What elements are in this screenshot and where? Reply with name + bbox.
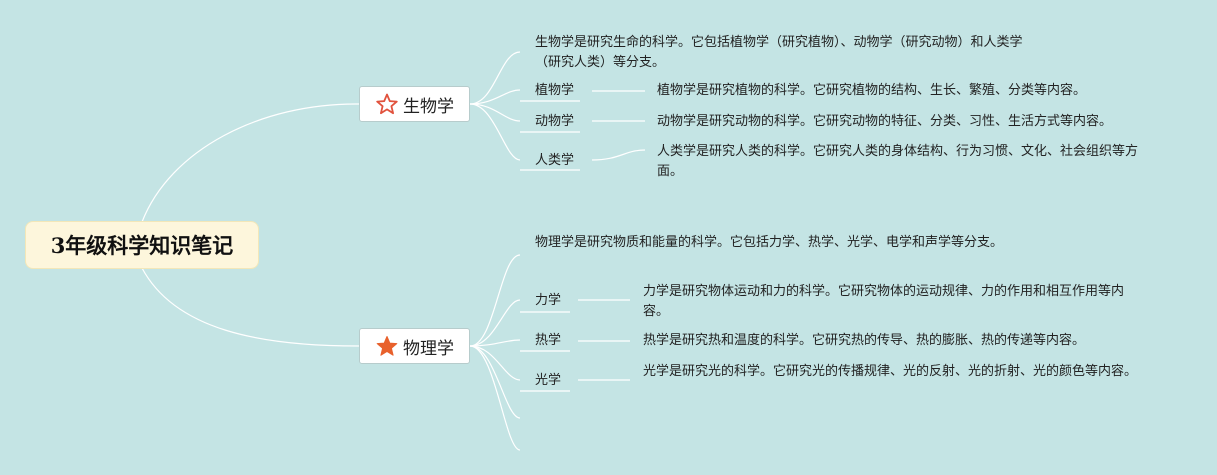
root-topic[interactable]: 3年级科学知识笔记 <box>26 222 258 268</box>
biology-botany-desc: 植物学是研究植物的科学。它研究植物的结构、生长、繁殖、分类等内容。 <box>657 83 1087 98</box>
connector-bio-2 <box>469 103 521 122</box>
biology-summary: 生物学是研究生命的科学。它包括植物学（研究植物）、动物学（研究动物）和人类学（研… <box>535 35 1023 70</box>
branch-biology-title: 生物学 <box>403 96 454 117</box>
biology-zoology-desc: 动物学是研究动物的科学。它研究动物的特征、分类、习性、生活方式等内容。 <box>657 114 1113 129</box>
connector-phy-2 <box>469 339 521 347</box>
biology-topic-botany[interactable]: 植物学 <box>535 83 575 98</box>
branch-biology[interactable]: 生物学 <box>359 86 470 122</box>
connector-phy-3 <box>469 345 521 381</box>
biology-topic-zoology[interactable]: 动物学 <box>535 114 575 129</box>
physics-summary: 物理学是研究物质和能量的科学。它包括力学、热学、光学、电学和声学等分支。 <box>535 235 1004 250</box>
star-filled-icon <box>375 334 399 358</box>
connector-bio-summary <box>469 51 521 105</box>
branch-physics[interactable]: 物理学 <box>359 328 470 364</box>
connector-phy-1 <box>469 299 521 347</box>
connector-phy-4 <box>469 345 521 419</box>
connector-bio-3 <box>469 103 521 161</box>
physics-optics-desc: 光学是研究光的科学。它研究光的传播规律、光的反射、光的折射、光的颜色等内容。 <box>643 364 1138 379</box>
connector-root-physics <box>141 267 360 347</box>
connector-phy-5 <box>469 345 521 451</box>
connector-root-biology <box>141 103 360 223</box>
physics-mechanics-desc: 力学是研究物体运动和力的科学。它研究物体的运动规律、力的作用和相互作用等内容。 <box>643 284 1125 319</box>
physics-thermodynamics-desc: 热学是研究热和温度的科学。它研究热的传导、热的膨胀、热的传递等内容。 <box>643 333 1086 348</box>
physics-topic-mechanics[interactable]: 力学 <box>535 293 562 308</box>
physics-topic-optics[interactable]: 光学 <box>535 373 562 388</box>
branch-physics-title: 物理学 <box>403 338 454 359</box>
biology-topic-anthropology[interactable]: 人类学 <box>535 153 575 168</box>
connector-bio-leaf-3 <box>591 149 646 161</box>
star-outline-icon <box>375 92 399 116</box>
connector-phy-summary <box>469 254 521 347</box>
physics-topic-thermodynamics[interactable]: 热学 <box>535 333 562 348</box>
biology-anthropology-desc: 人类学是研究人类的科学。它研究人类的身体结构、行为习惯、文化、社会组织等方面。 <box>657 144 1139 179</box>
connector-bio-1 <box>469 89 521 105</box>
root-title: 3年级科学知识笔记 <box>50 233 234 258</box>
